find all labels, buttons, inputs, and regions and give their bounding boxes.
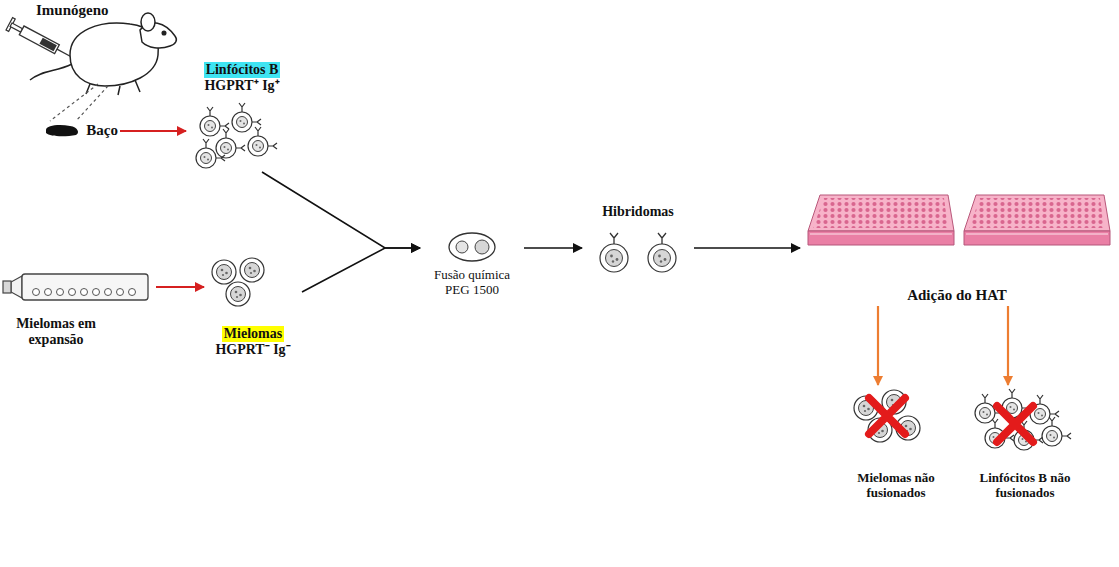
mouse [162,31,166,35]
node-label: Adição do HAT [907,287,1007,304]
culture-flask-drawing [33,289,40,296]
culture-flask-drawing [93,289,100,296]
syringe [19,26,59,54]
flow-arrow [877,306,879,385]
myeloma-cluster [226,282,250,306]
flow-arrow [694,247,800,249]
flow-arrow [302,248,420,292]
dead-myelomas [854,390,920,442]
flow-arrow [156,286,204,288]
fusion-step: Fusão química PEG 1500 [420,230,524,300]
lymphocyte-cluster [232,103,261,132]
culture-flask-drawing [81,289,88,296]
culture-flask-drawing [117,289,124,296]
culture-flask-drawing [33,289,136,296]
dotted-guide [50,84,108,121]
lymphocyte-cluster [196,103,277,168]
hybridoma-cluster [600,233,676,272]
node-label: Hibridomas [602,204,674,220]
myeloma-cluster [212,258,264,306]
flow-arrow [1007,306,1009,385]
node-label: Mielomas [222,326,284,342]
myeloma-cluster [212,260,236,284]
node-sublabel: HGPRT⁻ Ig⁻ [215,342,290,358]
dead-lymphocytes [997,406,1033,442]
dead-cell-group: Mielomas não fusionados [836,385,956,503]
culture-flask-drawing [22,274,148,300]
node-label: Fusão química PEG 1500 [424,268,520,298]
well-plates [808,195,954,245]
culture-flask-drawing [105,289,112,296]
mouse [141,13,155,31]
culture-flask: Mielomas em expansão [4,260,156,350]
dotted-guide [76,86,108,121]
plate-group: Adição do HAT [800,186,1114,306]
dead-lymphocytes [975,389,1071,450]
culture-flask-drawing [129,289,136,296]
well-plates [808,195,1110,245]
culture-flask-drawing [57,289,64,296]
node-label: Mielomas não fusionados [846,471,946,501]
flow-arrow [524,247,582,249]
well-plates [964,195,1110,245]
culture-flask-drawing [3,281,11,293]
dead-myelomas [869,398,905,434]
node-label: Linfócitos B [204,62,281,78]
culture-flask-drawing [3,274,148,300]
flow-arrow [120,130,186,132]
dead-lymphocytes [1042,417,1071,446]
hybridoma-cluster [600,233,628,272]
syringe [39,38,56,52]
culture-flask-drawing [69,289,76,296]
fused-cell [456,241,468,253]
mouse [30,13,176,95]
node-label: Linfócitos B não fusionados [969,471,1081,501]
immunogen-label: Imunógeno [36,2,109,19]
hybridoma-cluster [648,233,676,272]
lymphocyte-cluster [196,139,225,168]
culture-flask-drawing [45,289,52,296]
cell-group: Linfócitos BHGPRT⁺ Ig⁺ [186,60,298,172]
dotted-guide [50,84,98,121]
fused-cell [449,233,495,261]
fused-cell [475,240,489,254]
hybridoma-group: Hibridomas [582,202,694,282]
syringe [6,18,74,63]
syringe [57,49,71,57]
lymphocyte-cluster [216,129,245,158]
dead-cell-group: Linfócitos B não fusionados [958,385,1092,503]
myeloma-cluster [240,258,264,282]
cell-group: MielomasHGPRT⁻ Ig⁻ [204,256,302,360]
node-label: Baço [86,122,118,139]
flow-arrow [262,172,420,248]
spleen [46,125,78,136]
node-label: Mielomas em expansão [6,316,106,348]
organ-node: Baço [40,117,120,145]
lymphocyte-cluster [248,127,277,156]
culture-flask-drawing [11,276,22,298]
node-sublabel: HGPRT⁺ Ig⁺ [204,78,279,94]
fused-cell [449,233,495,261]
mouse [30,64,72,80]
mouse [86,80,140,95]
